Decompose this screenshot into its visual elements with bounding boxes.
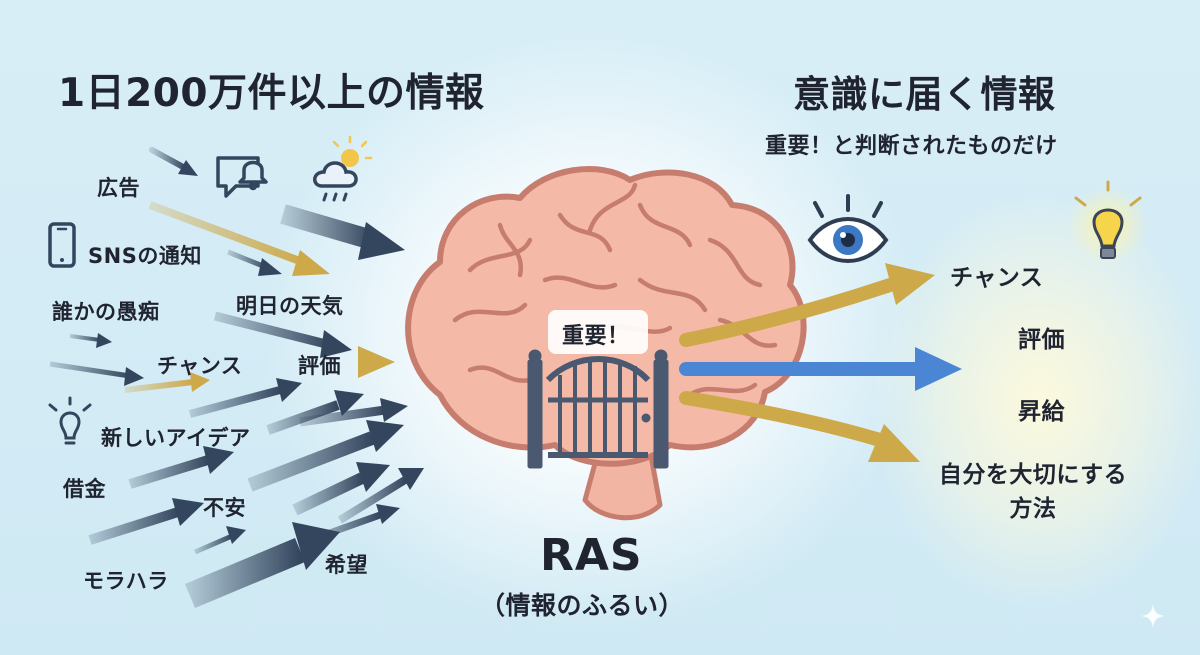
arrow-in-13 bbox=[247, 420, 404, 492]
outgoing-arrows bbox=[679, 263, 962, 462]
right-subheading: 重要！と判断されたものだけ bbox=[765, 134, 1058, 159]
label-chance: チャンス bbox=[157, 354, 243, 378]
important-badge: 重要！ bbox=[562, 324, 630, 349]
label-harassment: モラハラ bbox=[83, 569, 169, 593]
arrow-in-17 bbox=[184, 522, 340, 608]
arrow-in-14 bbox=[299, 398, 408, 427]
arrow-in-16 bbox=[194, 526, 246, 555]
label-debt: 借金 bbox=[63, 477, 106, 501]
arrow-out-evaluation bbox=[679, 347, 962, 391]
sparkle-icon bbox=[1141, 604, 1165, 628]
ras-subtitle: （情報のふるい） bbox=[480, 591, 685, 620]
arrow-in-5 bbox=[213, 311, 352, 358]
left-heading: 1日200万件以上の情報 bbox=[58, 71, 485, 116]
arrow-in-10 bbox=[188, 378, 302, 418]
arrow-in-18 bbox=[292, 462, 390, 516]
arrow-in-15 bbox=[88, 498, 204, 545]
arrow-in-1 bbox=[149, 147, 198, 176]
arrow-in-4 bbox=[227, 249, 282, 276]
arrow-out-chance bbox=[679, 263, 935, 347]
ras-title: RAS bbox=[540, 530, 643, 581]
output-chance: チャンス bbox=[950, 265, 1044, 291]
arrow-out-self-care bbox=[679, 391, 920, 462]
label-sns: SNSの通知 bbox=[88, 244, 202, 268]
arrow-in-8 bbox=[124, 372, 210, 393]
arrow-in-2 bbox=[280, 204, 405, 260]
label-hope: 希望 bbox=[325, 553, 368, 577]
output-self-care: 自分を大切にする方法 bbox=[938, 462, 1128, 522]
phone-icon bbox=[48, 222, 76, 268]
arrow-in-12 bbox=[128, 446, 234, 489]
label-evaluation: 評価 bbox=[298, 354, 341, 378]
incoming-arrows bbox=[49, 147, 424, 608]
gate-icon bbox=[527, 349, 669, 469]
badge-box bbox=[548, 310, 648, 354]
output-evaluation: 評価 bbox=[1018, 327, 1065, 353]
label-weather: 明日の天気 bbox=[236, 294, 344, 318]
arrow-in-19 bbox=[308, 504, 400, 544]
label-ad: 広告 bbox=[97, 176, 140, 200]
right-heading: 意識に届く情報 bbox=[793, 73, 1056, 116]
arrow-in-3 bbox=[148, 201, 330, 276]
idea-bulb-icon bbox=[48, 396, 92, 445]
cloud-sun-icon bbox=[313, 135, 373, 202]
arrow-in-9 bbox=[300, 346, 395, 378]
arrow-in-6 bbox=[69, 333, 112, 348]
arrow-in-7 bbox=[49, 361, 144, 386]
output-raise: 昇給 bbox=[1018, 399, 1065, 425]
lightbulb-icon bbox=[1068, 180, 1148, 265]
label-complaint: 誰かの愚痴 bbox=[52, 300, 160, 324]
label-idea: 新しいアイデア bbox=[101, 426, 251, 450]
chat-bell-icon bbox=[216, 156, 268, 198]
eye-icon bbox=[807, 194, 889, 263]
label-anxiety: 不安 bbox=[203, 496, 246, 520]
arrow-in-20 bbox=[337, 468, 424, 524]
